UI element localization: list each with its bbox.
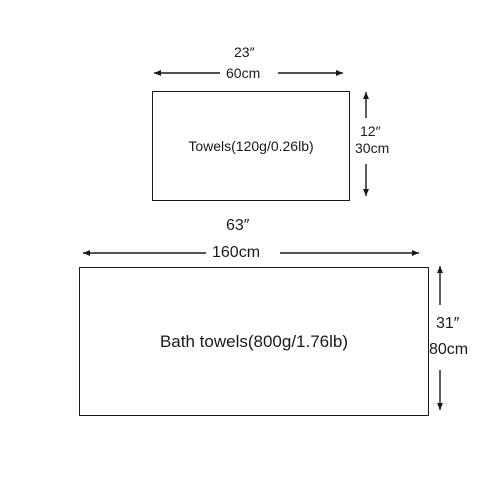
towel-height-cm: 30cm bbox=[355, 140, 390, 156]
bath-towel-rectangle: Bath towels(800g/1.76lb) bbox=[79, 267, 429, 416]
towel-width-inches: 23″ bbox=[234, 44, 255, 60]
bath-towel-label: Bath towels(800g/1.76lb) bbox=[159, 331, 349, 351]
towel-height-inches: 12″ bbox=[360, 123, 381, 139]
bath-towel-width-inches: 63″ bbox=[226, 217, 250, 234]
towel-rectangle: Towels(120g/0.26lb) bbox=[152, 91, 350, 201]
towel-label: Towels(120g/0.26lb) bbox=[188, 138, 314, 154]
bath-towel-height-inches: 31″ bbox=[436, 315, 460, 332]
bath-towel-height-cm: 80cm bbox=[429, 341, 469, 358]
bath-towel-width-cm: 160cm bbox=[212, 244, 261, 261]
towel-width-cm: 60cm bbox=[226, 65, 261, 81]
